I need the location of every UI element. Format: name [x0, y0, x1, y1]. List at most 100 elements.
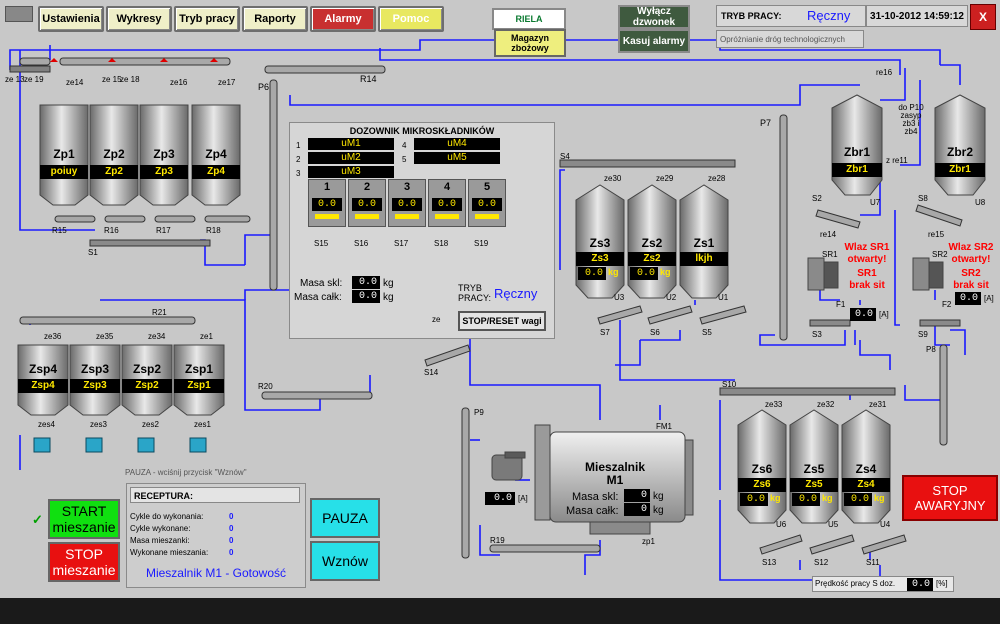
wykonane-mieszania-label: Wykonane mieszania:: [130, 548, 209, 557]
label-s1: S1: [88, 248, 98, 257]
mixer-motor: [491, 451, 526, 481]
label-ze15: ze 15: [102, 75, 122, 84]
label-r15: R15: [52, 226, 67, 235]
label-f1: F1: [836, 300, 846, 309]
riela-logo-text: RIELA: [515, 14, 543, 24]
silo-zbr1-field: Zbr1: [832, 163, 882, 177]
menu-alarmy-button[interactable]: Alarmy: [310, 6, 376, 32]
wylacz-dzwonek-button[interactable]: Wyłącz dzwonek: [618, 5, 690, 29]
silo-zs3-value: 0.0: [578, 267, 606, 280]
label-re14: re14: [820, 230, 837, 239]
silo-zp1-field: poiuy: [40, 165, 88, 179]
label-r16: R16: [104, 226, 119, 235]
dozownik-item4-num: 4: [402, 141, 407, 150]
cykle-do-wykonania-label: Cykle do wykonania:: [130, 512, 204, 521]
start-mixing-button[interactable]: START mieszanie: [48, 499, 120, 539]
motor-current-unit: [A]: [518, 494, 528, 503]
menu-ustawienia-button[interactable]: Ustawienia: [38, 6, 104, 32]
label-r19: R19: [490, 536, 505, 545]
hopper-5-indicator: [475, 214, 499, 219]
label-zes3: zes3: [90, 420, 107, 429]
magazyn-button[interactable]: Magazyn zbożowy: [494, 29, 566, 57]
label-p10: do P10 zasyp zb3 i zb4: [898, 103, 924, 136]
start-check-icon: ✓: [32, 512, 43, 527]
conveyors: [9, 57, 963, 559]
dozownik-tryb-value: Ręczny: [494, 286, 538, 301]
emergency-stop-button[interactable]: STOP AWARYJNY: [902, 475, 998, 521]
label-s8: S8: [918, 194, 928, 203]
speed-label: Prędkość pracy S doz.: [815, 579, 896, 588]
hopper-5-num: 5: [483, 181, 491, 193]
dozownik-item2[interactable]: uM2: [308, 152, 394, 164]
masa-mieszanki-label: Masa mieszanki:: [130, 536, 190, 545]
receptura-field[interactable]: RECEPTURA:: [130, 487, 300, 503]
silo-zs5-name: Zs5: [803, 462, 825, 476]
label-u4: U4: [880, 520, 891, 529]
sr2-current-value: 0.0: [955, 292, 981, 305]
dozownik-title: DOZOWNIK MIKROSKŁADNIKÓW: [349, 126, 495, 136]
silo-zsp3-field: Zsp3: [70, 379, 120, 393]
sr1-alarm-otwarty: otwarty!: [847, 254, 887, 265]
label-ze29: ze29: [656, 174, 674, 183]
menu-raporty-button[interactable]: Raporty: [242, 6, 308, 32]
label-ze31: ze31: [869, 400, 887, 409]
hopper-1-indicator: [315, 214, 339, 219]
label-ze-weigher: ze: [432, 315, 441, 324]
label-u7: U7: [870, 198, 881, 207]
silo-zs2-value: 0.0: [630, 267, 658, 280]
silo-zsp2-name: Zsp2: [132, 362, 161, 376]
sr2-current-unit: [A]: [984, 294, 994, 303]
riela-logo: RIELA: [492, 8, 566, 30]
silo-zs2-name: Zs2: [641, 236, 663, 250]
silo-zs2-unit: kg: [660, 267, 671, 277]
dozownik-item1[interactable]: uM1: [308, 138, 394, 150]
label-s10: S10: [722, 380, 737, 389]
silo-zs3-field: Zs3: [576, 252, 624, 266]
label-p9: P9: [474, 408, 484, 417]
dozownik-item1-num: 1: [296, 141, 301, 150]
mixer-status: Mieszalnik M1 - Gotowość: [145, 566, 287, 580]
label-s12: S12: [814, 558, 829, 567]
hopper-4-value: 0.0: [432, 198, 462, 211]
kasuj-alarmy-button[interactable]: Kasuj alarmy: [618, 29, 690, 53]
silo-zbr2-name: Zbr2: [946, 145, 973, 159]
pause-button[interactable]: PAUZA: [310, 498, 380, 538]
menu-wykresy-button[interactable]: Wykresy: [106, 6, 172, 32]
menu-pomoc-button[interactable]: Pomoc: [378, 6, 444, 32]
label-re16: re16: [876, 68, 893, 77]
silo-zs2-field: Zs2: [628, 252, 676, 266]
status-message: Opróżnianie dróg technologicznych: [716, 30, 864, 48]
dozownik-item3-num: 3: [296, 169, 301, 178]
dozownik-masa-calk-unit: kg: [383, 292, 394, 303]
sr2-alarm-name: SR2: [961, 268, 981, 279]
hopper-1-num: 1: [323, 181, 331, 193]
menu-tryb-pracy-button[interactable]: Tryb pracy: [174, 6, 240, 32]
label-r21: R21: [152, 308, 167, 317]
stop-mixing-button[interactable]: STOP mieszanie: [48, 542, 120, 582]
label-s14: S14: [424, 368, 439, 377]
resume-button[interactable]: Wznów: [310, 541, 380, 581]
zp-silos: [39, 104, 241, 206]
dozownik-masa-skl-value: 0.0: [352, 276, 380, 289]
dozownik-item5-num: 5: [402, 155, 407, 164]
dozownik-item4[interactable]: uM4: [414, 138, 500, 150]
close-button[interactable]: X: [970, 4, 996, 30]
sr-units: [807, 257, 944, 291]
label-r17: R17: [156, 226, 171, 235]
silo-zsp2-field: Zsp2: [122, 379, 172, 393]
sr2-alarm-brak-sit: brak sit: [953, 280, 989, 291]
label-r14: R14: [360, 74, 377, 84]
label-ze19: ze 19: [24, 75, 44, 84]
dozownik-tryb-label: TRYB PRACY:: [458, 283, 492, 303]
mixer-body: [534, 424, 694, 535]
speed-unit: [%]: [936, 579, 948, 588]
dozownik-item2-num: 2: [296, 155, 301, 164]
mixer-masa-skl-value: 0: [624, 489, 650, 502]
stop-reset-wagi-button[interactable]: STOP/RESET wagi: [458, 311, 546, 331]
tryb-pracy-label: TRYB PRACY:: [721, 11, 782, 21]
dozownik-item5[interactable]: uM5: [414, 152, 500, 164]
label-ze14: ze14: [66, 78, 84, 87]
silo-zp3-name: Zp3: [153, 147, 175, 161]
dozownik-item3[interactable]: uM3: [308, 166, 394, 178]
sr1-alarm-wlaz: Wlaz SR1: [844, 242, 890, 253]
